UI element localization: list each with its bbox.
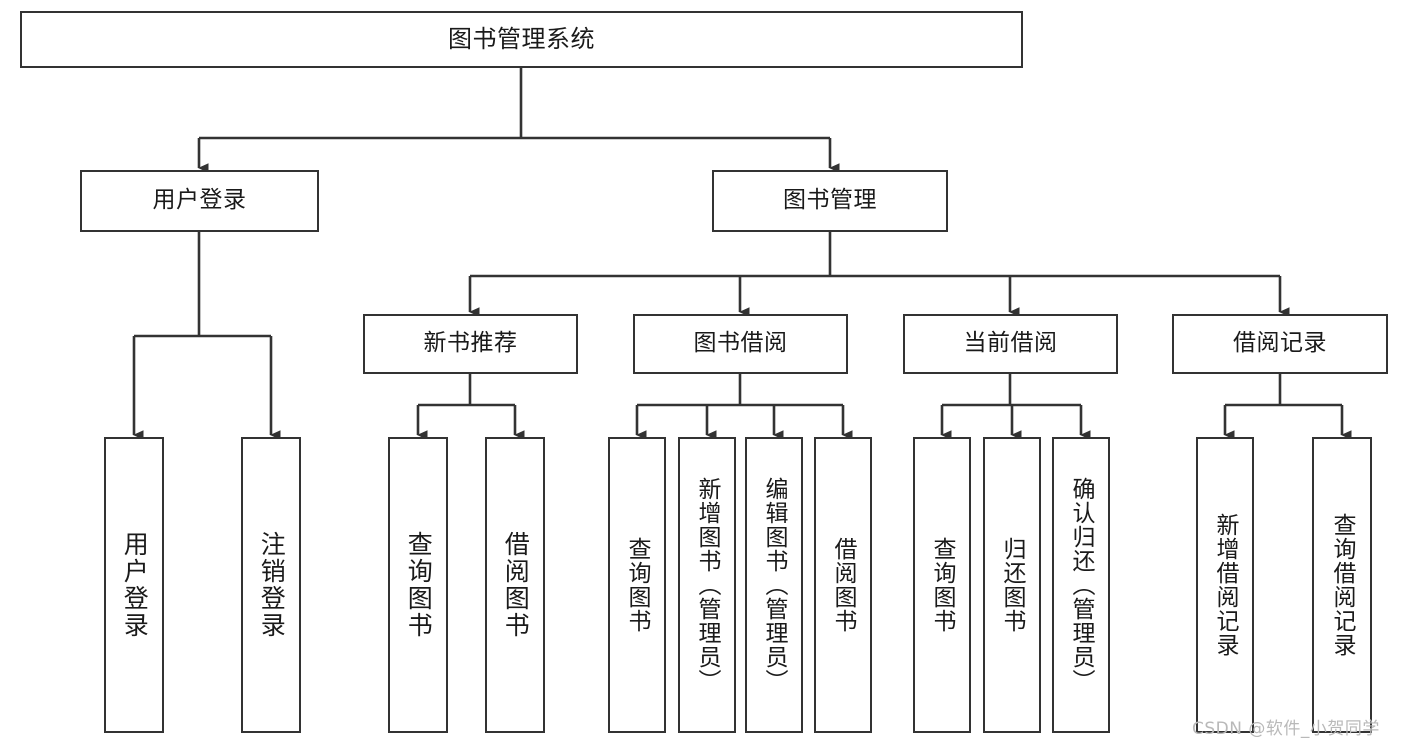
leaf-user-logout[interactable]: 注销登录 bbox=[241, 437, 301, 733]
leaf-borrow-book-recommend-label: 借阅图书 bbox=[501, 531, 531, 639]
leaf-add-book-admin[interactable]: 新增图书（管理员） bbox=[678, 437, 736, 733]
leaf-return-book[interactable]: 归还图书 bbox=[983, 437, 1041, 733]
leaf-query-borrow-record[interactable]: 查询借阅记录 bbox=[1312, 437, 1372, 733]
node-user-login[interactable]: 用户登录 bbox=[80, 170, 319, 232]
leaf-confirm-return-admin[interactable]: 确认归还（管理员） bbox=[1052, 437, 1110, 733]
leaf-query-book-current-label: 查询图书 bbox=[929, 537, 956, 633]
leaf-user-login-label: 用户登录 bbox=[120, 531, 150, 639]
node-new-book-recommend-label: 新书推荐 bbox=[423, 330, 518, 357]
leaf-user-logout-label: 注销登录 bbox=[257, 531, 287, 639]
node-new-book-recommend[interactable]: 新书推荐 bbox=[363, 314, 578, 374]
leaf-return-book-label: 归还图书 bbox=[999, 537, 1026, 633]
node-root[interactable]: 图书管理系统 bbox=[20, 11, 1023, 68]
node-book-manage[interactable]: 图书管理 bbox=[712, 170, 948, 232]
leaf-query-borrow-record-label: 查询借阅记录 bbox=[1329, 513, 1356, 657]
leaf-confirm-return-admin-label: 确认归还（管理员） bbox=[1068, 477, 1095, 693]
leaf-borrow-book-label: 借阅图书 bbox=[830, 537, 857, 633]
leaf-query-book-borrow[interactable]: 查询图书 bbox=[608, 437, 666, 733]
node-current-borrow-label: 当前借阅 bbox=[963, 330, 1058, 357]
leaf-borrow-book[interactable]: 借阅图书 bbox=[814, 437, 872, 733]
leaf-add-borrow-record-label: 新增借阅记录 bbox=[1212, 513, 1239, 657]
leaf-add-book-admin-label: 新增图书（管理员） bbox=[694, 477, 721, 693]
leaf-query-book-recommend[interactable]: 查询图书 bbox=[388, 437, 448, 733]
leaf-add-borrow-record[interactable]: 新增借阅记录 bbox=[1196, 437, 1254, 733]
node-user-login-label: 用户登录 bbox=[152, 187, 247, 214]
leaf-query-book-current[interactable]: 查询图书 bbox=[913, 437, 971, 733]
node-book-manage-label: 图书管理 bbox=[783, 187, 877, 214]
node-current-borrow[interactable]: 当前借阅 bbox=[903, 314, 1118, 374]
leaf-edit-book-admin[interactable]: 编辑图书（管理员） bbox=[745, 437, 803, 733]
node-book-borrow[interactable]: 图书借阅 bbox=[633, 314, 848, 374]
leaf-query-book-borrow-label: 查询图书 bbox=[624, 537, 651, 633]
leaf-borrow-book-recommend[interactable]: 借阅图书 bbox=[485, 437, 545, 733]
leaf-query-book-recommend-label: 查询图书 bbox=[404, 531, 434, 639]
csdn-watermark: CSDN @软件_小贺同学 bbox=[1192, 719, 1380, 739]
node-root-label: 图书管理系统 bbox=[448, 25, 595, 54]
node-book-borrow-label: 图书借阅 bbox=[693, 330, 788, 357]
node-borrow-record[interactable]: 借阅记录 bbox=[1172, 314, 1388, 374]
leaf-edit-book-admin-label: 编辑图书（管理员） bbox=[761, 477, 788, 693]
node-borrow-record-label: 借阅记录 bbox=[1233, 330, 1327, 357]
leaf-user-login[interactable]: 用户登录 bbox=[104, 437, 164, 733]
